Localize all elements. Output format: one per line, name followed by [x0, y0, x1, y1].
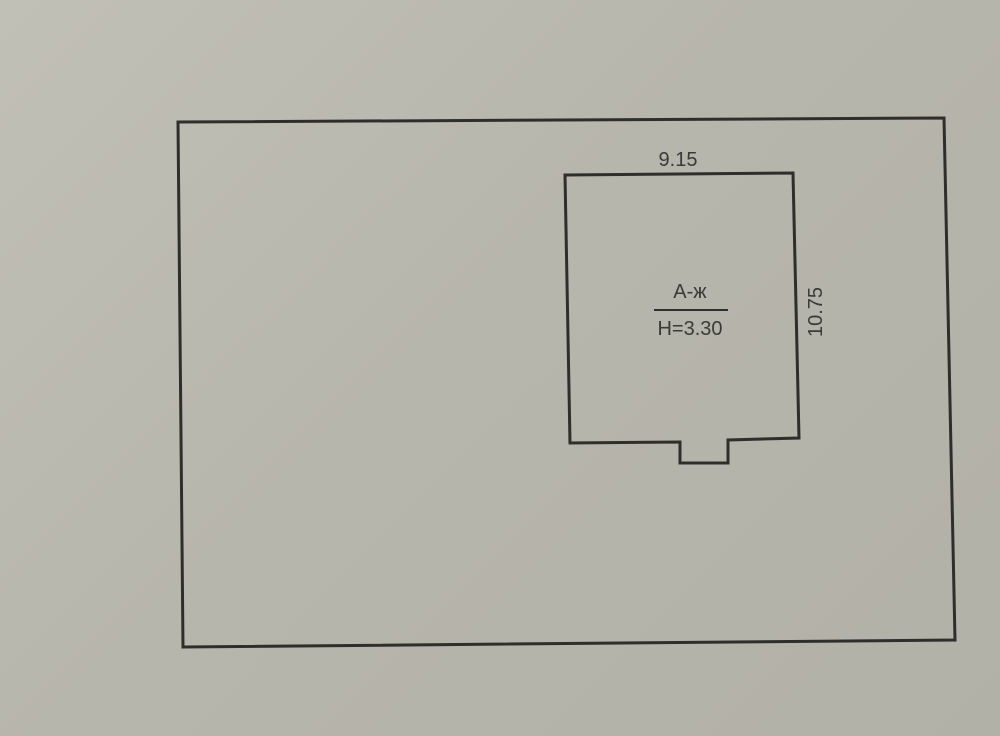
building-width-label: 9.15 — [659, 149, 698, 171]
building-height-label: H=3.30 — [657, 318, 722, 340]
building-type-label: А-ж — [673, 281, 707, 303]
plot-boundary — [176, 116, 957, 649]
building-outline — [563, 171, 801, 465]
building-length-label: 10.75 — [805, 287, 827, 337]
